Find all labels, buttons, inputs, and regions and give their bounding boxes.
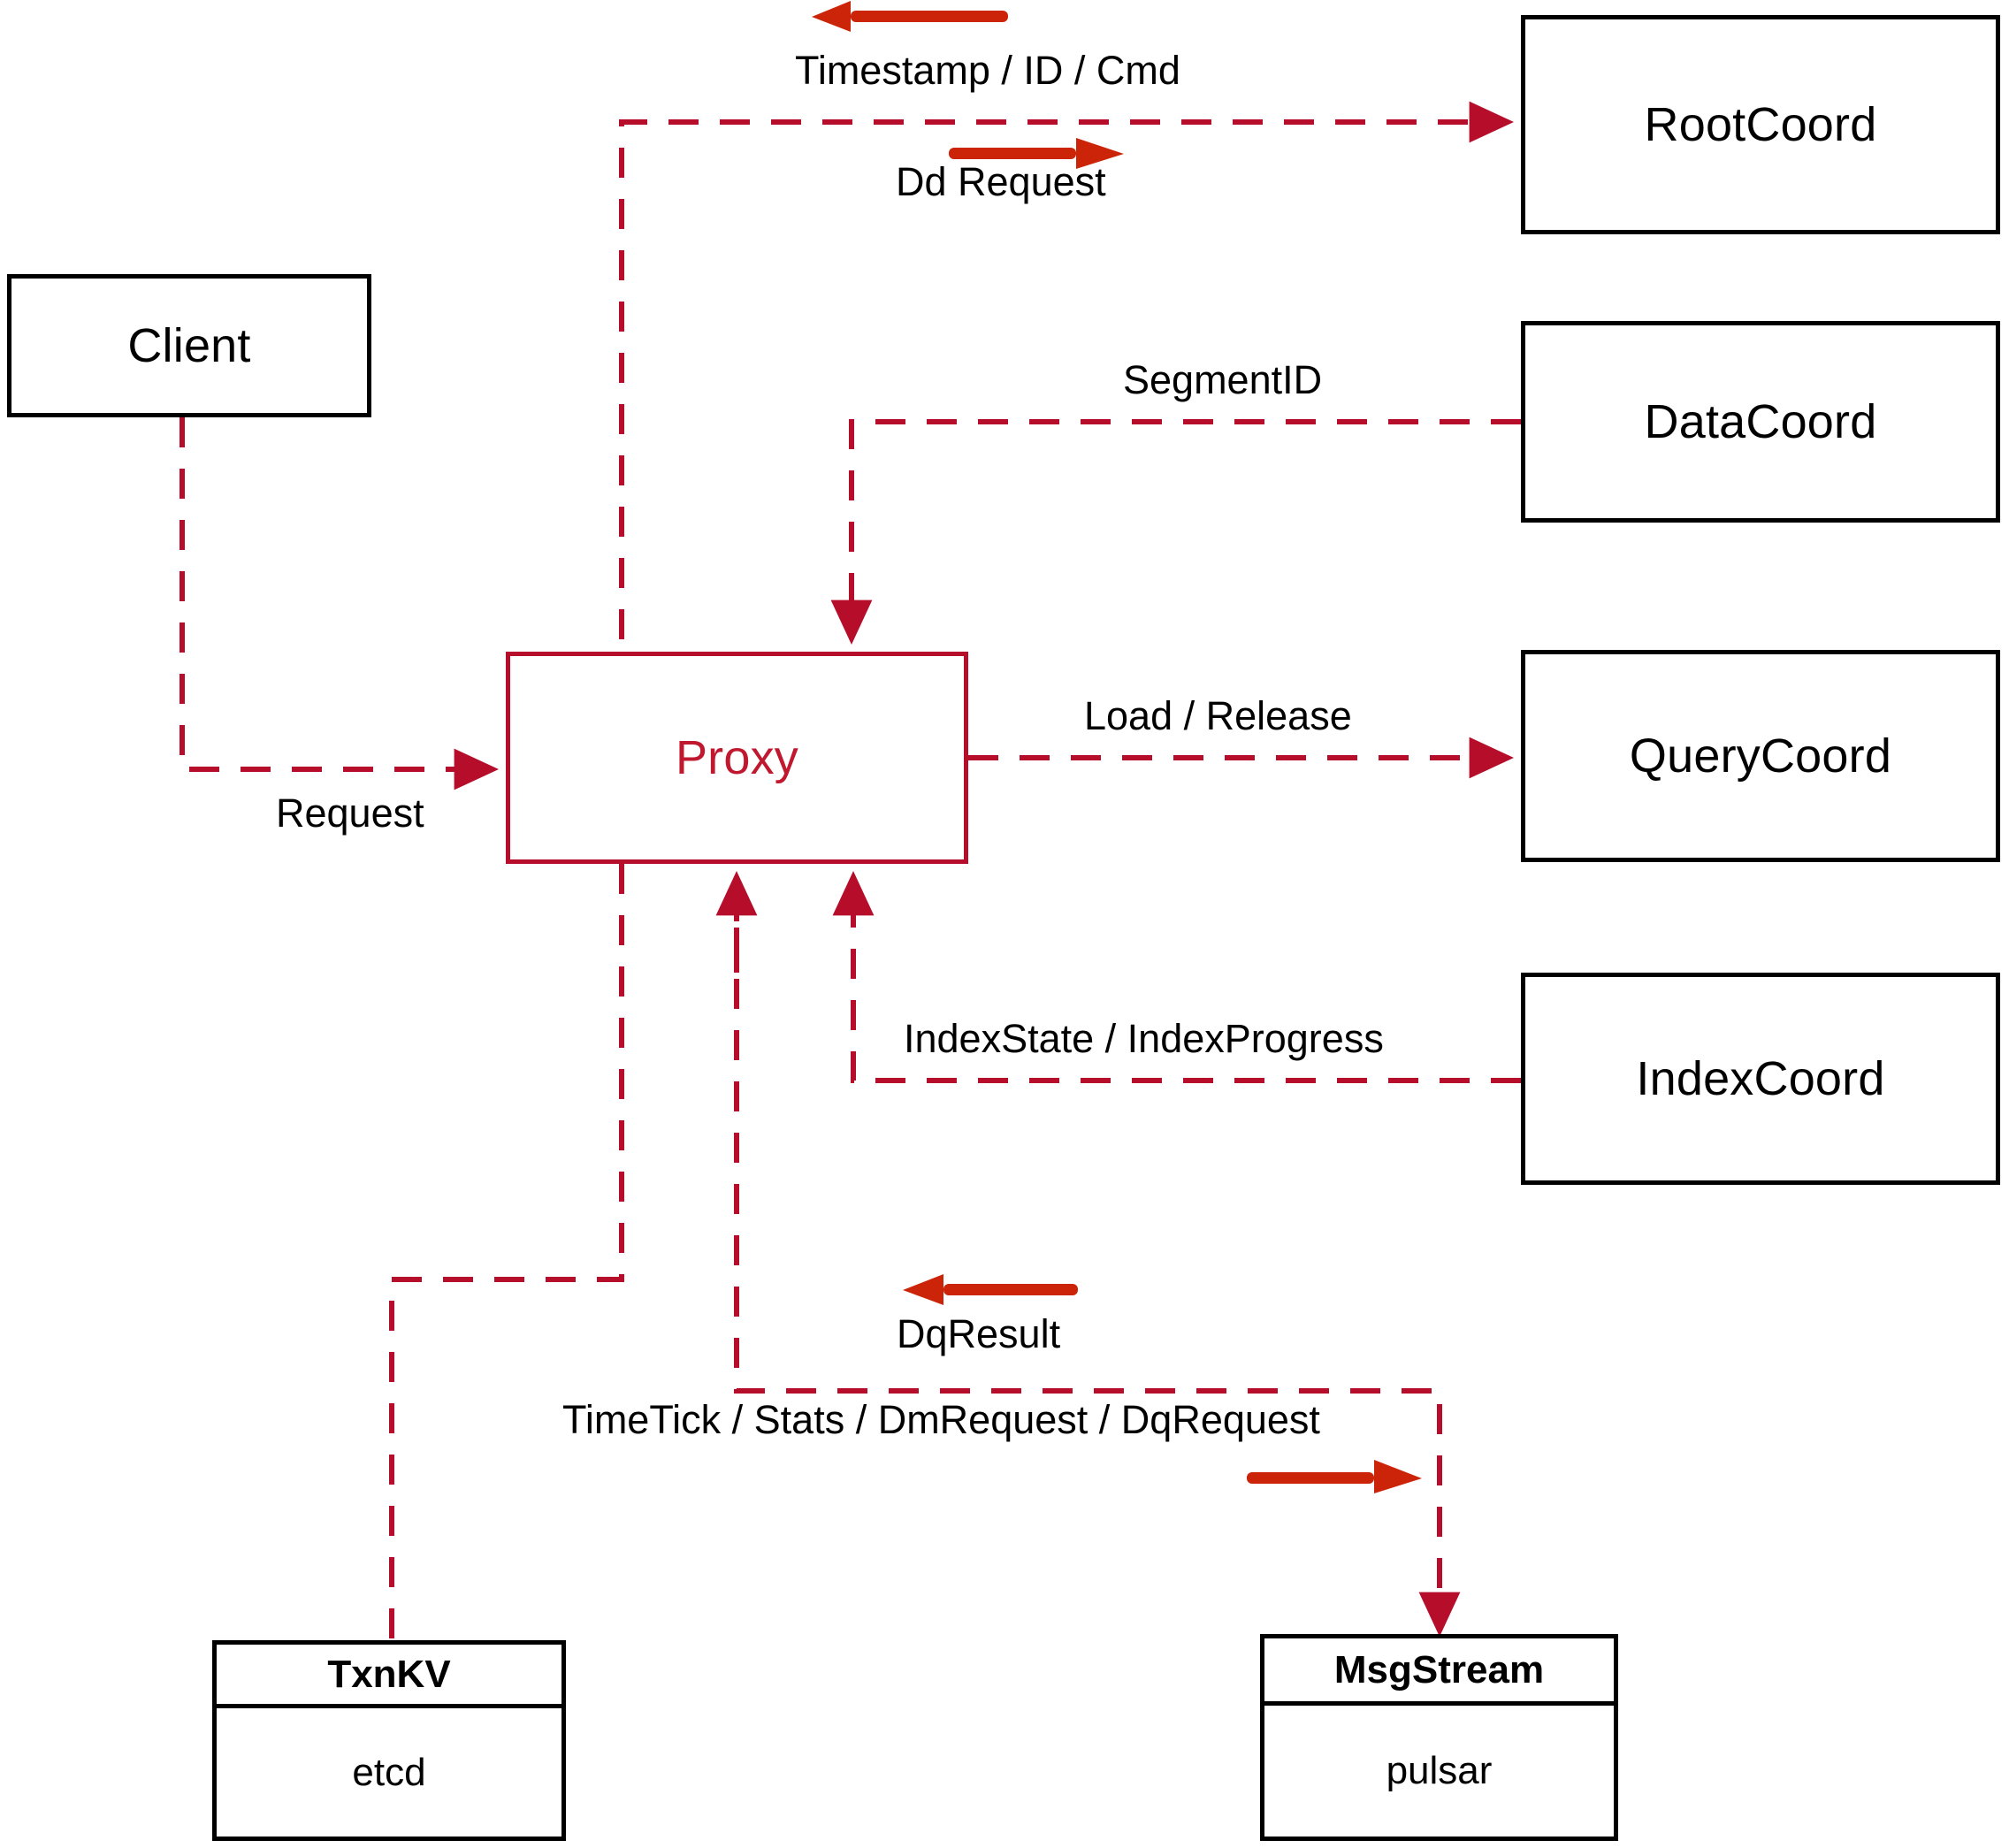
node-indexcoord[interactable]: IndexCoord [1521,973,2000,1185]
node-msgstream-header: MsgStream [1264,1638,1614,1706]
node-proxy-label: Proxy [675,731,799,784]
edge-label-segment-id: SegmentID [1123,357,1323,402]
edge-label-dd-request: Dd Request [896,159,1106,204]
edge-label-request: Request [276,790,424,836]
arrow-timetick-dq-request [1247,1460,1422,1493]
arrow-dq-result [903,1274,1078,1305]
edge-label-timetick-stats: TimeTick / Stats / DmRequest / DqRequest [562,1397,1320,1442]
node-client[interactable]: Client [7,274,371,417]
node-indexcoord-label: IndexCoord [1636,1052,1885,1105]
edge-label-load-release: Load / Release [1084,693,1352,738]
node-querycoord[interactable]: QueryCoord [1521,650,2000,862]
node-datacoord[interactable]: DataCoord [1521,321,2000,523]
node-txnkv-header: TxnKV [217,1645,561,1708]
node-txnkv-body: etcd [352,1750,426,1794]
edge-proxy-to-msgstream [734,876,1461,1637]
edge-proxy-to-rootcoord [619,101,1514,639]
edge-client-to-proxy [180,417,499,790]
edge-label-timestamp-id-cmd: Timestamp / ID / Cmd [795,48,1180,93]
edge-datacoord-to-proxy [830,419,1521,645]
edge-label-dq-result: DqResult [897,1311,1061,1356]
node-client-label: Client [127,319,251,372]
node-querycoord-label: QueryCoord [1629,729,1892,783]
arrow-timestamp-id-cmd [812,1,1008,32]
node-proxy[interactable]: Proxy [506,652,968,864]
arrow-dd-request [949,138,1124,169]
node-rootcoord[interactable]: RootCoord [1521,15,2000,234]
node-txnkv[interactable]: TxnKV etcd [212,1640,566,1841]
edge-proxy-to-txnkv [389,864,624,1643]
edge-indexcoord-to-proxy [832,871,1521,1083]
node-datacoord-label: DataCoord [1644,395,1877,448]
node-rootcoord-label: RootCoord [1644,98,1877,151]
edge-label-index-state-progress: IndexState / IndexProgress [904,1016,1384,1061]
node-msgstream[interactable]: MsgStream pulsar [1260,1634,1618,1841]
node-msgstream-body: pulsar [1386,1749,1493,1792]
